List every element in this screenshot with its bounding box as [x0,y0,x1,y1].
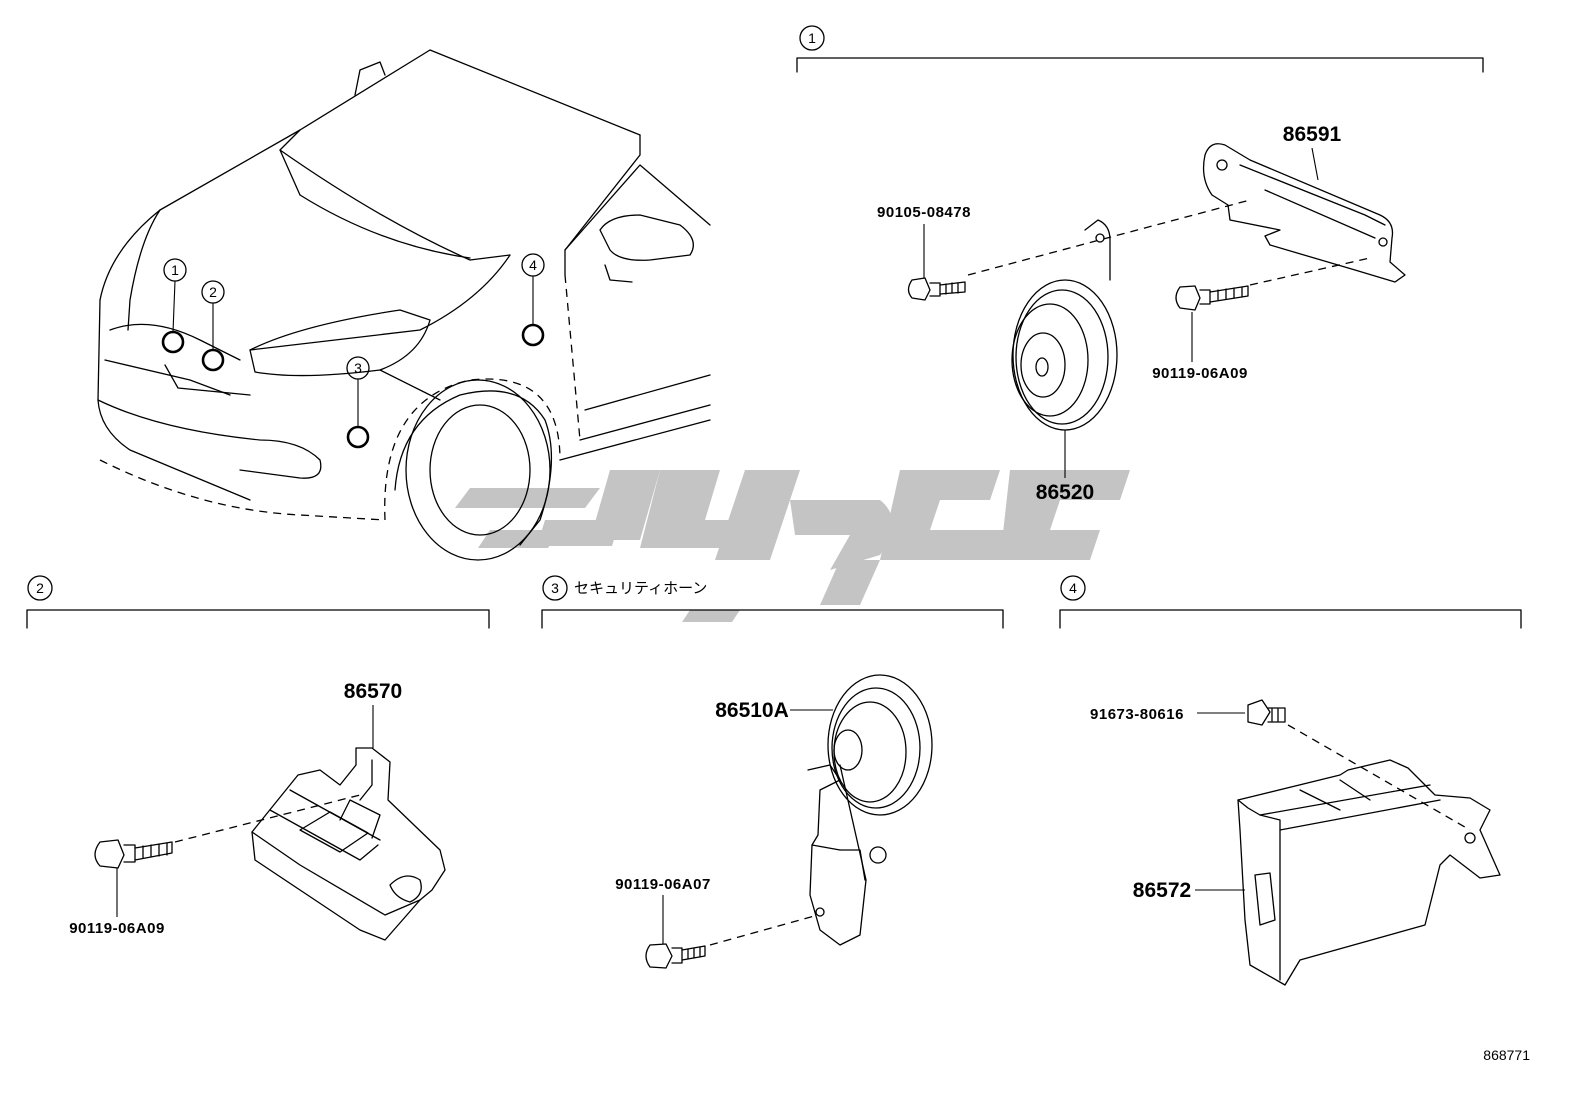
location-marker-1: 1 [161,258,187,354]
car-front-illustration [97,49,711,561]
part-label-86520: 86520 [1036,481,1094,504]
part-label-86510A: 86510A [715,699,789,722]
section-2: 2 86570 90119-06A09 [26,575,490,941]
location-marker-4: 4 [521,253,545,347]
horn-86510A [807,674,933,946]
svg-text:4: 4 [1069,580,1077,596]
position-dot-1 [161,330,185,354]
bolt-90119-06A07 [645,943,706,969]
part-label-90119-06A09-section1: 90119-06A09 [1152,365,1248,382]
part-label-90105-08478: 90105-08478 [877,204,971,221]
bolt-90105-08478 [907,277,966,301]
part-label-86572: 86572 [1133,879,1191,902]
svg-text:1: 1 [808,30,816,46]
position-dot-3 [346,425,370,449]
section-3: 3 セキュリティホーン 86510A 90119-06A07 [541,575,1004,969]
module-86572 [1237,759,1501,986]
section-3-caption: セキュリティホーン [574,579,707,597]
bolt-90119-06A09-section2 [94,839,173,869]
svg-text:2: 2 [36,580,44,596]
section-4: 4 86572 91673-80616 [1059,575,1522,986]
svg-text:4: 4 [529,257,537,273]
section-1: 1 86591 86520 [796,25,1484,504]
bolt-90119-06A09-section1 [1175,285,1249,311]
watermark-logo [455,470,1130,622]
horn-bracket [1202,143,1406,283]
part-label-86570: 86570 [344,680,402,703]
part-label-90119-06A07: 90119-06A07 [615,876,711,893]
part-label-90119-06A09-section2: 90119-06A09 [69,920,165,937]
module-86570 [251,747,446,941]
bolt-91673-80616 [1247,699,1286,726]
location-marker-2: 2 [201,280,225,372]
horn-86520 [1011,219,1118,431]
svg-text:1: 1 [171,262,179,278]
location-marker-3: 3 [346,356,370,449]
part-label-86591: 86591 [1283,123,1342,146]
position-dot-4 [521,323,545,347]
svg-text:2: 2 [209,284,217,300]
position-dot-2 [201,348,225,372]
part-label-91673-80616: 91673-80616 [1090,706,1184,723]
svg-text:3: 3 [354,360,362,376]
diagram-number: 868771 [1483,1047,1530,1063]
svg-text:3: 3 [551,580,559,596]
